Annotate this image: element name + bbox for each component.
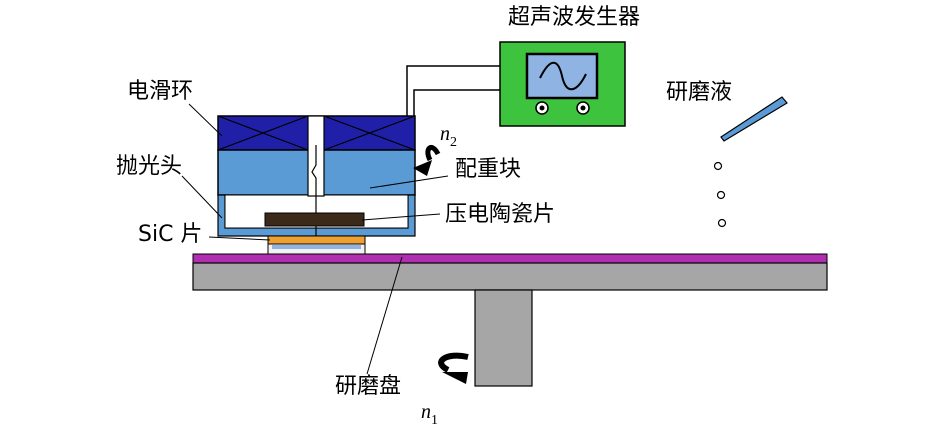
disk-spindle [474,289,533,387]
counterweight-label: 配重块 [455,157,521,182]
sic-wafer-label: SiC 片 [138,222,202,247]
slip-ring-label: 电滑环 [127,79,193,104]
shaft-wire [311,145,317,214]
sine-wave-icon [539,61,587,91]
piezo-ceramic-label: 压电陶瓷片 [445,202,555,227]
piezo-ceramic-leader [361,213,441,221]
polishing-pad [192,253,828,264]
rotation-arrow-n2 [413,145,441,176]
slurry-drop [717,218,727,228]
ultrasonic-generator-label: 超声波发生器 [508,5,640,30]
n2-label: n2 [440,123,457,150]
slurry-drop [716,190,726,200]
counterweight-leader [369,175,449,189]
polishing-head-label: 抛光头 [116,154,182,179]
polishing-disk [192,262,828,291]
sic-wafer-leader [208,236,271,241]
cable-lower [413,89,500,116]
polishing-disk-leader [366,256,403,375]
piezo-ceramic-plate [264,212,365,227]
polishing-disk-label: 研磨盘 [335,374,401,399]
slurry-label: 研磨液 [666,80,732,105]
n1-label: n1 [421,401,438,428]
sic-wafer [267,235,366,245]
cable-upper [406,65,500,116]
slip-ring-leader [188,103,223,137]
polishing-head-leader [181,175,223,219]
slurry-nozzle [720,96,788,142]
rotation-arrow-n1 [438,352,469,384]
slurry-drop [713,161,723,171]
polishing-head [217,149,416,237]
ultrasonic-generator [499,41,626,127]
